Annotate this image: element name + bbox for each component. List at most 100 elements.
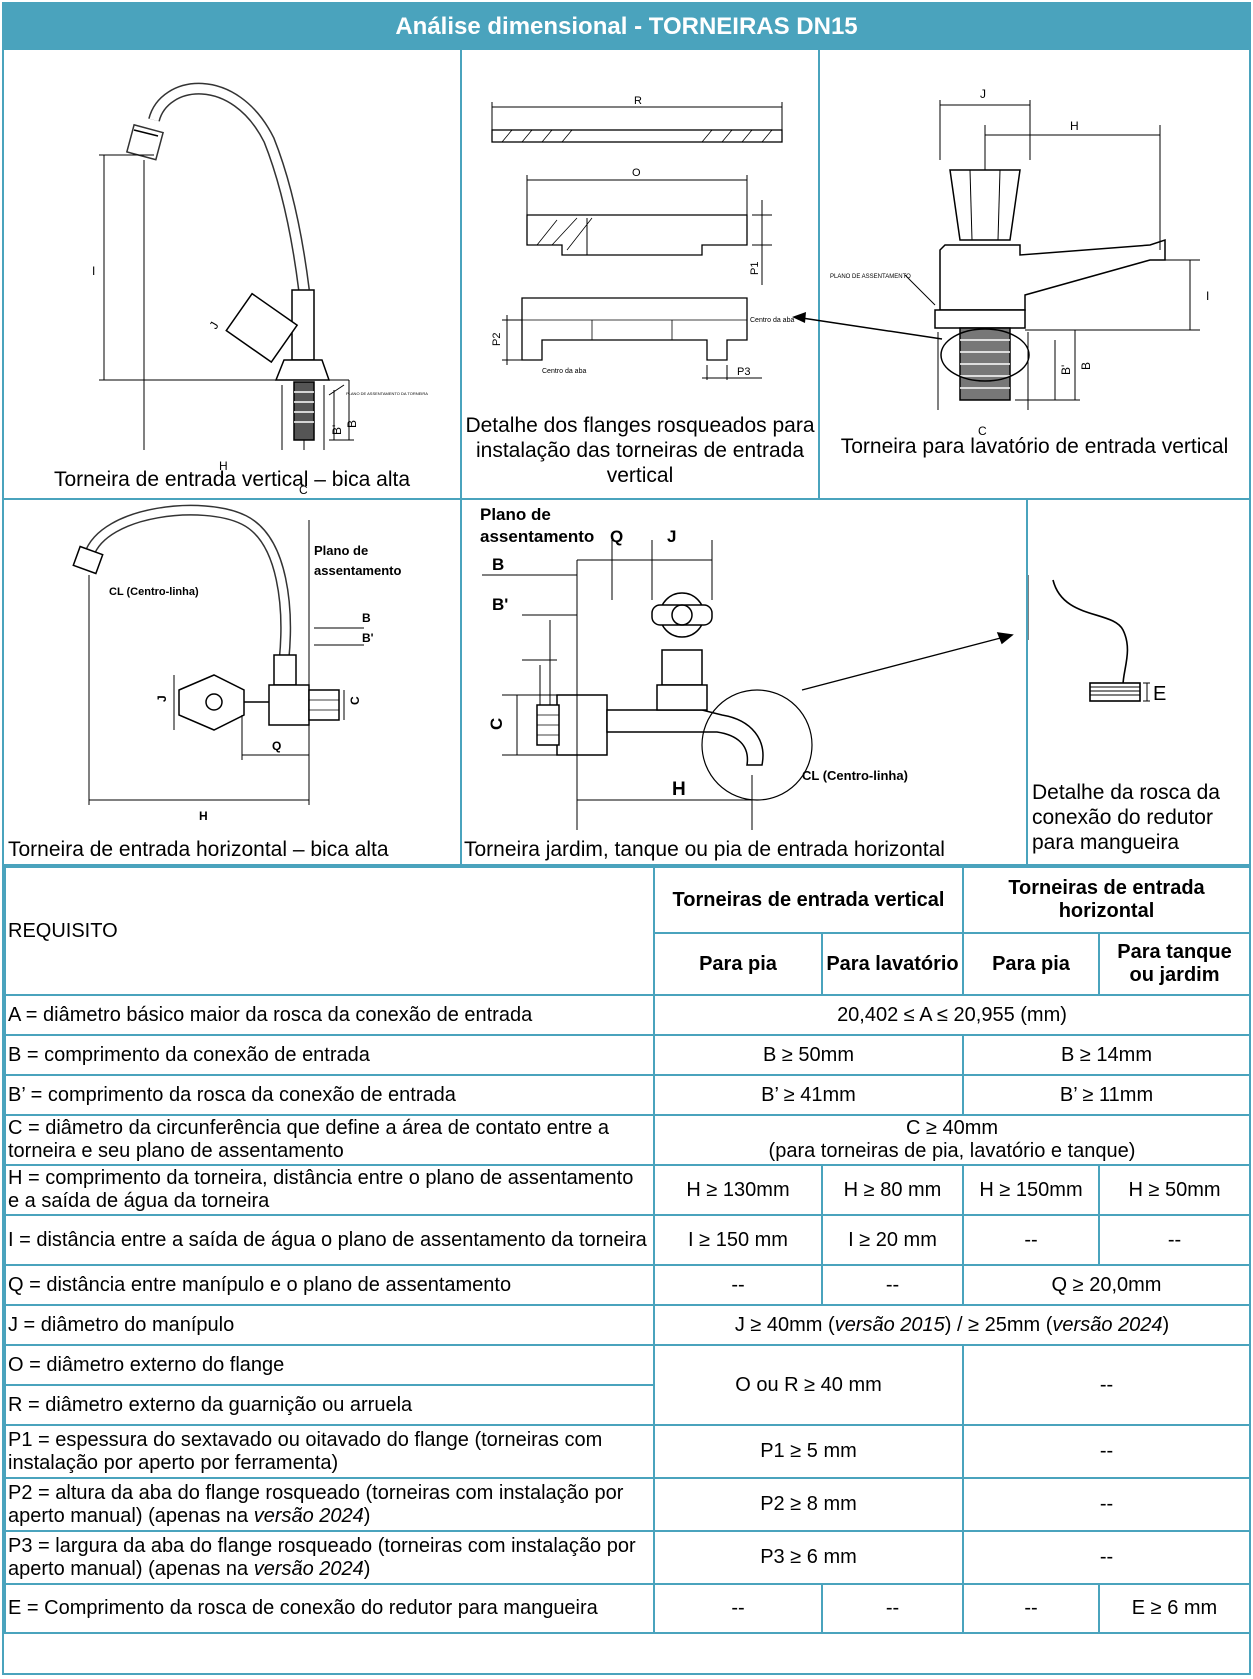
table-row: C = diâmetro da circunferência que defin…: [4, 1114, 1251, 1166]
table-row: Q = distância entre manípulo e o plano d…: [4, 1264, 1251, 1306]
table-row: B’ = comprimento da rosca da conexão de …: [4, 1074, 1251, 1116]
row-P3-label-3: ): [363, 1557, 371, 1580]
label-centro-aba-2: Centro da aba: [542, 368, 586, 375]
label-B: B: [1079, 362, 1093, 370]
row-J-v5: ): [1162, 1313, 1170, 1336]
label-plano: PLANO DE ASSENTAMENTO DA TORNEIRA: [346, 391, 428, 396]
table-row: I = distância entre a saída de água o pl…: [4, 1214, 1251, 1266]
label-H: H: [219, 459, 228, 473]
label-CL: CL (Centro-linha): [802, 768, 908, 783]
row-J-v4: versão 2024: [1052, 1313, 1163, 1336]
row-OR-horizontal: --: [962, 1344, 1251, 1426]
row-J-v2: versão 2015: [834, 1313, 945, 1336]
row-I-c4: --: [1098, 1214, 1251, 1266]
label-Q: Q: [272, 739, 281, 753]
drawing-lavatory-vertical: [904, 100, 1200, 410]
drawing-garden-horizontal-labels: Plano de assentamento Q J B B' C H CL (C…: [480, 505, 908, 800]
row-P2-horizontal: --: [962, 1477, 1251, 1532]
label-H: H: [1070, 119, 1079, 133]
header-vertical-pia: Para pia: [653, 932, 823, 996]
header-vertical-lavatorio: Para lavatório: [821, 932, 964, 996]
label-Q: Q: [610, 527, 623, 546]
row-E-c1: --: [653, 1583, 823, 1634]
label-I: I: [92, 264, 95, 278]
table-row: O = diâmetro externo do flange O ou R ≥ …: [4, 1344, 1251, 1426]
label-P1: P1: [749, 262, 761, 275]
row-J-value: J ≥ 40mm (versão 2015) / ≥ 25mm (versão …: [653, 1304, 1251, 1346]
row-Q-label: Q = distância entre manípulo e o plano d…: [4, 1264, 655, 1306]
row-A-value: 20,402 ≤ A ≤ 20,955 (mm): [653, 994, 1251, 1036]
label-B: B: [362, 611, 371, 625]
row-P3-label: P3 = largura da aba do flange rosqueado …: [4, 1530, 655, 1585]
label-J: J: [206, 319, 221, 331]
row-J-label: J = diâmetro do manípulo: [4, 1304, 655, 1346]
drawing-vertical-high-spout: [99, 82, 354, 450]
caption-fig3: Torneira para lavatório de entrada verti…: [840, 435, 1229, 458]
label-centro-aba-1: Centro da aba: [750, 317, 794, 324]
row-B-label: B = comprimento da conexão de entrada: [4, 1034, 655, 1076]
table-row: P2 = altura da aba do flange rosqueado (…: [4, 1477, 1251, 1532]
row-P3-vertical: P3 ≥ 6 mm: [653, 1530, 964, 1585]
sheet-title: Análise dimensional - TORNEIRAS DN15: [4, 4, 1249, 50]
row-O-label: O = diâmetro externo do flange: [4, 1344, 655, 1386]
row-E-label: E = Comprimento da rosca de conexão do r…: [4, 1583, 655, 1634]
row-Q-horizontal: Q ≥ 20,0mm: [962, 1264, 1251, 1306]
row-P2-label-3: ): [363, 1504, 371, 1527]
label-J: J: [980, 87, 986, 101]
caption-fig1: Torneira de entrada vertical – bica alta: [53, 468, 411, 491]
row-B-vertical: B ≥ 50mm: [653, 1034, 964, 1076]
row-P2-vertical: P2 ≥ 8 mm: [653, 1477, 964, 1532]
row-P1-label: P1 = espessura do sextavado ou oitavado …: [4, 1424, 655, 1479]
drawing-flange-detail: [491, 102, 783, 380]
figure-vertical-high-spout: I J H C B B' PLANO DE ASSENTAMENTO DA TO…: [4, 50, 462, 500]
caption-fig4: Torneira de entrada horizontal – bica al…: [8, 838, 389, 861]
figure-lavatory-vertical: J H I B B' C PLANO DE ASSENTAMENTO Torne…: [820, 50, 1249, 500]
row-E-c3: --: [962, 1583, 1100, 1634]
row-P2-label-1: P2 = altura da aba do flange rosqueado (…: [8, 1481, 624, 1527]
row-P2-label: P2 = altura da aba do flange rosqueado (…: [4, 1477, 655, 1532]
label-B-prime: B': [492, 595, 508, 614]
table-row: R = diâmetro externo da guarnição ou arr…: [4, 1384, 1250, 1426]
label-B: B: [492, 555, 504, 574]
label-C: C: [348, 696, 362, 705]
row-I-c3: --: [962, 1214, 1100, 1266]
table-row: P1 = espessura do sextavado ou oitavado …: [4, 1424, 1251, 1479]
row-C-value-2: (para torneiras de pia, lavatório e tanq…: [768, 1140, 1136, 1162]
row-P3-label-1: P3 = largura da aba do flange rosqueado …: [8, 1534, 636, 1580]
header-horizontal: Torneiras de entrada horizontal: [962, 866, 1251, 934]
row-Q-c2: --: [821, 1264, 964, 1306]
row-R-label: R = diâmetro externo da guarnição ou arr…: [4, 1384, 655, 1426]
row-Q-c1: --: [653, 1264, 823, 1306]
row-C-label: C = diâmetro da circunferência que defin…: [4, 1114, 655, 1166]
row-C-value-1: C ≥ 40mm: [905, 1117, 999, 1139]
label-B-prime: B': [362, 631, 374, 645]
label-plano-1: Plano de: [480, 505, 551, 524]
header-horizontal-tanque: Para tanque ou jardim: [1098, 932, 1251, 996]
table-row: E = Comprimento da rosca de conexão do r…: [4, 1583, 1251, 1634]
figure-horizontal-high-spout: CL (Centro-linha) Plano de assentamento …: [4, 500, 462, 866]
label-R: R: [634, 95, 642, 107]
label-B: B: [345, 420, 359, 428]
row-I-label: I = distância entre a saída de água o pl…: [4, 1214, 655, 1266]
label-I: I: [1206, 289, 1209, 303]
row-Bp-horizontal: B’ ≥ 11mm: [962, 1074, 1251, 1116]
row-I-c2: I ≥ 20 mm: [821, 1214, 964, 1266]
label-B-prime: B': [330, 425, 344, 435]
caption-fig6: Detalhe da rosca da conexão do redutor p…: [1032, 781, 1220, 854]
drawing-flange-detail-labels: R O P1 P2 P3 Centro da aba Centro da aba: [491, 95, 794, 378]
label-J: J: [667, 527, 676, 546]
row-A-label: A = diâmetro básico maior da rosca da co…: [4, 994, 655, 1036]
row-P3-label-2: versão 2024: [253, 1557, 364, 1580]
label-P2: P2: [491, 333, 503, 346]
table-row: P3 = largura da aba do flange rosqueado …: [4, 1530, 1251, 1585]
row-P2-label-2: versão 2024: [253, 1504, 364, 1527]
row-Bp-vertical: B’ ≥ 41mm: [653, 1074, 964, 1116]
table-row: H = comprimento da torneira, distância e…: [4, 1164, 1251, 1216]
row-H-c1: H ≥ 130mm: [653, 1164, 823, 1216]
label-C: C: [487, 718, 506, 730]
drawing-garden-horizontal: [482, 540, 1014, 830]
row-P1-vertical: P1 ≥ 5 mm: [653, 1424, 964, 1479]
caption-fig2: Detalhe dos flanges rosqueados para inst…: [465, 414, 815, 487]
table-row: A = diâmetro básico maior da rosca da co…: [4, 994, 1251, 1036]
row-Bp-label: B’ = comprimento da rosca da conexão de …: [4, 1074, 655, 1116]
